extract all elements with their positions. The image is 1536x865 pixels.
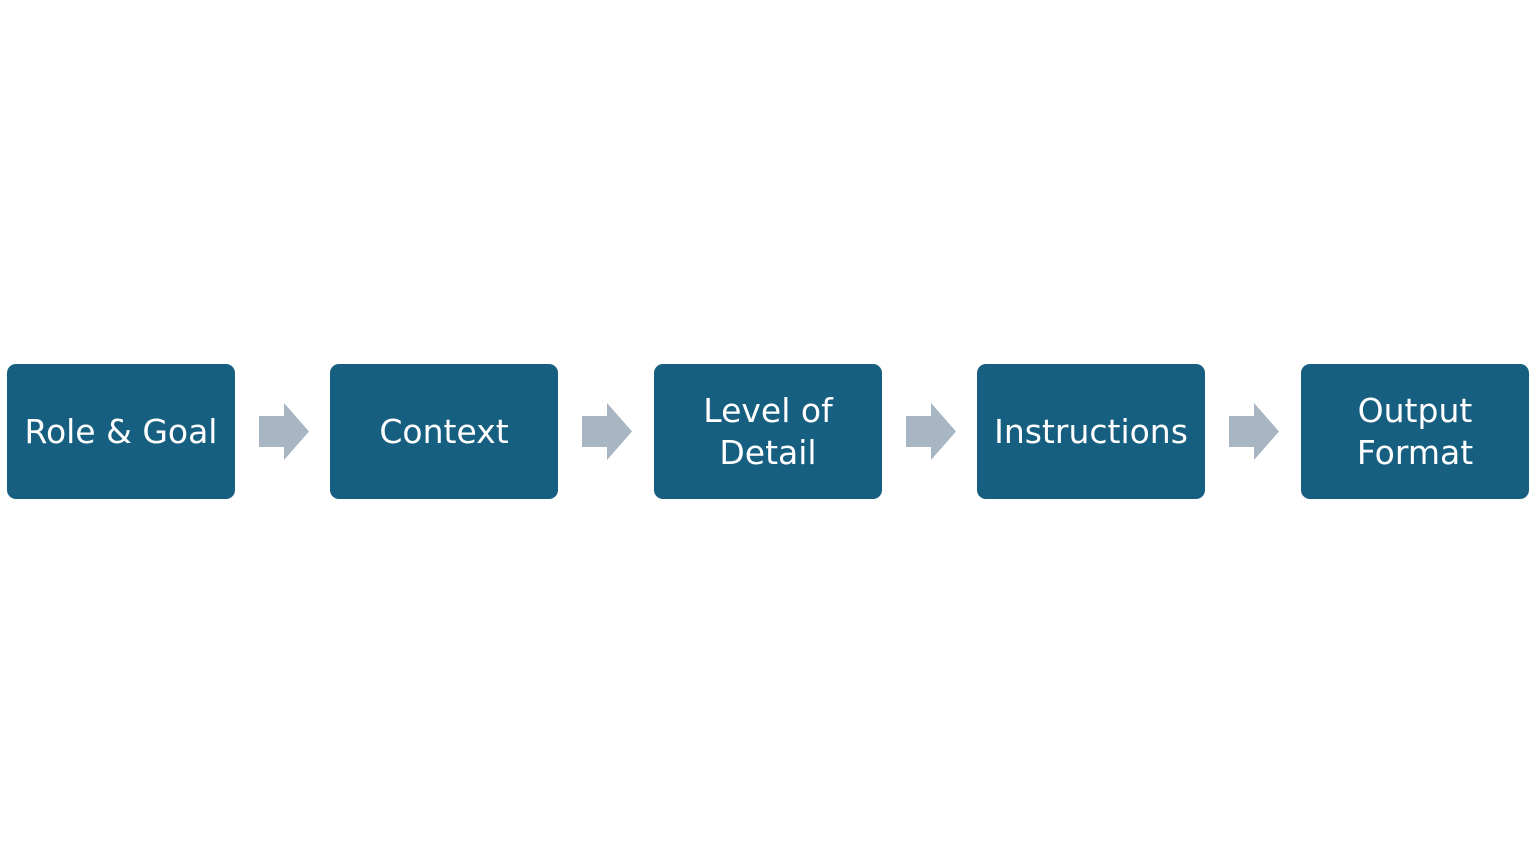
right-arrow-icon [582, 403, 632, 460]
right-arrow-icon [1229, 403, 1279, 460]
step-label: Instructions [994, 411, 1188, 451]
right-arrow-icon [906, 403, 956, 460]
step-label: Role & Goal [24, 411, 218, 451]
step-context: Context [330, 364, 558, 499]
step-level-of-detail: Level of Detail [654, 364, 882, 499]
right-arrow-icon [259, 403, 309, 460]
step-output-format: Output Format [1301, 364, 1529, 499]
step-label: Level of Detail [703, 390, 833, 472]
step-role-goal: Role & Goal [7, 364, 235, 499]
step-label: Context [379, 411, 509, 451]
step-instructions: Instructions [977, 364, 1205, 499]
step-label: Output Format [1356, 390, 1474, 472]
